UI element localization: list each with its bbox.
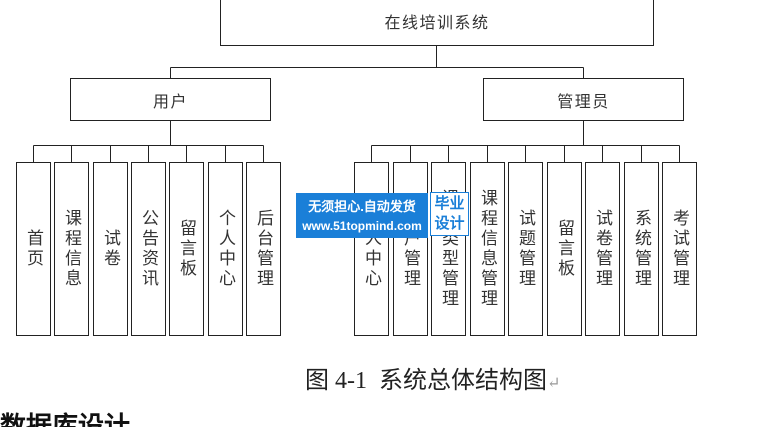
- user-node-announcements: 公告资讯: [131, 162, 166, 336]
- admin-node-user-management: 用户管理: [393, 162, 428, 336]
- watermark-badge-line-1: 毕业: [434, 195, 465, 212]
- section-heading: 数据库设计: [0, 412, 131, 427]
- node-label: 后台管理: [254, 209, 273, 289]
- admin-node-course-info-management: 课程信息管理: [470, 162, 505, 336]
- paragraph-mark-icon: ↵: [547, 375, 561, 392]
- admin-node-question-management: 试题管理: [508, 162, 543, 336]
- node-label: 课程信息: [62, 209, 81, 289]
- admin-node-system-management: 系统管理: [624, 162, 659, 336]
- section-heading-clip: 数据库设计: [0, 412, 170, 427]
- node-label: 试卷: [101, 229, 120, 269]
- watermark-badge: 毕业 设计: [430, 192, 469, 236]
- node-label: 用户: [152, 93, 188, 111]
- role-node-user: 用户: [70, 78, 271, 121]
- admin-node-course-type-management: 课程类型管理: [431, 162, 466, 336]
- node-label: 留言板: [177, 219, 196, 279]
- user-node-home: 首页: [16, 162, 51, 336]
- node-label: 在线培训系统: [384, 14, 490, 32]
- node-label: 课程信息管理: [478, 189, 497, 309]
- admin-node-paper-management: 试卷管理: [585, 162, 620, 336]
- figure-caption: 图 4-1 系统总体结构图↵: [305, 367, 560, 398]
- node-label: 留言板: [555, 219, 574, 279]
- node-label: 考试管理: [670, 209, 689, 289]
- watermark-line-2: www.51topmind.com: [302, 218, 422, 233]
- admin-node-message-board: 留言板: [547, 162, 582, 336]
- user-node-course-info: 课程信息: [54, 162, 89, 336]
- node-label: 首页: [24, 229, 43, 269]
- admin-node-exam-management: 考试管理: [662, 162, 697, 336]
- root-node-system: 在线培训系统: [220, 0, 654, 46]
- node-label: 试卷管理: [593, 209, 612, 289]
- node-label: 系统管理: [632, 209, 651, 289]
- node-label: 试题管理: [516, 209, 535, 289]
- node-label: 管理员: [557, 93, 610, 111]
- node-label: 个人中心: [216, 209, 235, 289]
- watermark-line-1: 无须担心.自动发货: [308, 198, 416, 214]
- user-node-backend-admin: 后台管理: [246, 162, 281, 336]
- watermark-banner: 无须担心.自动发货 www.51topmind.com: [296, 193, 428, 238]
- role-node-admin: 管理员: [483, 78, 684, 121]
- user-node-personal-center: 个人中心: [208, 162, 243, 336]
- node-label: 公告资讯: [139, 209, 158, 289]
- user-node-exam-paper: 试卷: [93, 162, 128, 336]
- admin-node-personal-center: 个人中心: [354, 162, 389, 336]
- user-node-message-board: 留言板: [169, 162, 204, 336]
- figure-caption-text: 图 4-1 系统总体结构图: [305, 368, 547, 394]
- watermark-badge-line-2: 设计: [434, 215, 465, 232]
